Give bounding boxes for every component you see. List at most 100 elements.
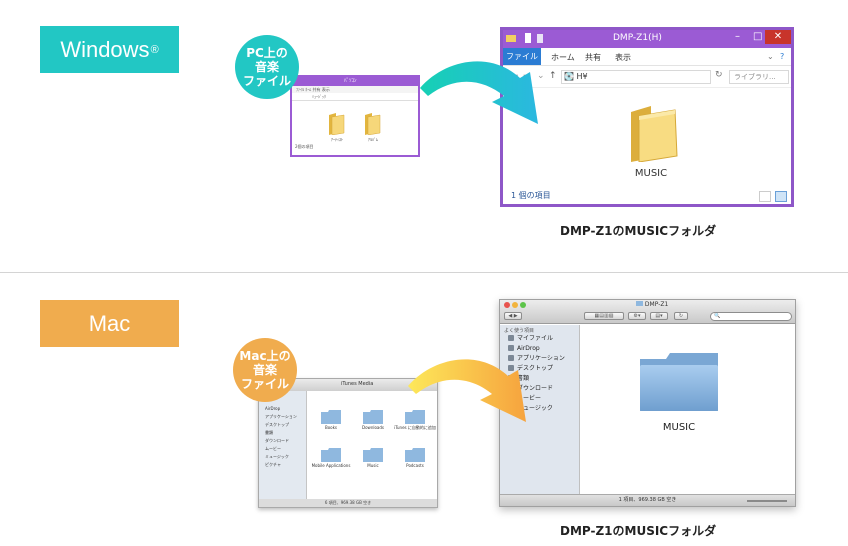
folder-icon [329,113,345,136]
zoom-icon[interactable] [520,302,526,308]
sidebar-item[interactable]: ピクチャ [265,462,281,467]
help-icon[interactable]: ? [780,52,785,61]
sidebar-item[interactable]: ムービー [265,446,281,451]
folder-icon [405,448,425,462]
applications-icon [508,355,514,361]
section-divider [0,272,848,273]
large-icons-view-icon[interactable] [775,191,787,202]
windows-label-text: Windows [60,36,150,62]
dmp-explorer-window: DMP-Z1(H) – □ ✕ ファイル ホーム 共有 表示 ⌄ ? ← → ⌄… [500,27,794,207]
folder-icon [537,34,543,43]
close-icon[interactable] [504,302,510,308]
search-input[interactable]: ライブラリ... [729,70,789,84]
pc-explorer-title: ﾊﾟｿｺﾝ [344,78,357,84]
share-icon[interactable]: ↻ [674,312,688,320]
dmp-explorer-content: MUSIC [503,88,791,187]
chevron-down-icon[interactable]: ⌄ [767,52,774,61]
sidebar-item[interactable]: ミュージック [265,454,289,459]
pc-folder-album[interactable]: ｱﾙﾊﾞﾑ [364,111,382,142]
refresh-icon[interactable]: ↻ [715,70,723,80]
mac-folder-books[interactable]: Books [321,409,341,430]
close-icon[interactable]: ✕ [765,30,791,44]
mac-folder-mobile-applications[interactable]: Mobile Applications [312,447,350,468]
mac-label-text: Mac [88,310,131,336]
icon-size-slider[interactable] [747,500,787,502]
mac-finder-status: 6 項目、969.38 GB 空き [259,499,437,507]
sidebar-label: ムービー [517,395,542,402]
tab-view[interactable]: 表示 [615,53,631,62]
sidebar-item[interactable]: ダウンロード [265,438,289,443]
music-folder[interactable] [625,104,685,164]
mac-folder-label: Music [367,463,379,468]
mac-folder-itunes-auto-add[interactable]: iTunes に自動的に追加 [394,409,436,430]
folder-icon [640,353,718,411]
windows-caption: DMP-Z1のMUSICフォルダ [560,224,717,238]
sidebar-header: よく使う項目 [504,328,535,334]
tab-file[interactable]: ファイル [503,48,541,65]
pc-explorer-ribbon: ﾌｧｲﾙ ﾎｰﾑ 共有 表示 [292,86,418,93]
bubble-line-2: 音楽 [252,363,277,377]
dmp-finder-status-text: 1 項目、969.38 GB 空き [618,497,677,503]
arrange-icon[interactable]: ▤▾ [650,312,668,320]
dmp-explorer-titlebar: DMP-Z1(H) – □ ✕ [503,30,791,48]
pc-explorer-address: ﾐｭｰｼﾞｯｸ [292,93,418,101]
registered-mark: ® [150,43,159,56]
view-switch-icon[interactable]: ▦▤▥▧ [584,312,624,320]
desktop-icon [508,365,514,371]
up-icon[interactable]: ↑ [549,71,557,81]
chevron-down-icon[interactable]: ⌄ [537,71,545,81]
tab-share[interactable]: 共有 [585,53,601,62]
search-input[interactable]: 🔍 [710,312,792,321]
minimize-icon[interactable]: – [735,31,740,42]
pc-explorer-content: ｱｰﾃｨｽﾄ ｱﾙﾊﾞﾑ 2個の項目 [292,101,418,151]
mac-folder-label: Downloads [362,425,384,430]
address-text: H¥ [576,72,588,81]
windows-label: Windows® [40,26,179,73]
folder-icon [631,106,678,163]
sidebar-label: アプリケーション [517,355,565,362]
mac-finder-sidebar: AirDrop アプリケーション デスクトップ 書類 ダウンロード ムービー ミ… [259,391,307,499]
mac-folder-podcasts[interactable]: Podcasts [405,447,425,468]
sidebar-item-airdrop[interactable]: AirDrop [500,344,579,354]
search-icon: 🔍 [714,313,721,319]
address-input[interactable]: 💽 H¥ [561,70,711,84]
bubble-line-3: ファイル [240,377,289,391]
tab-home[interactable]: ホーム [551,53,575,62]
sidebar-item[interactable]: 書類 [265,430,273,435]
mac-folder-music[interactable]: Music [363,447,383,468]
sidebar-item[interactable]: AirDrop [265,406,281,411]
pc-folder-artist[interactable]: ｱｰﾃｨｽﾄ [328,111,346,142]
minimize-icon[interactable] [512,302,518,308]
dmp-explorer-status: 1 個の項目 [511,191,551,200]
dmp-explorer-title: DMP-Z1(H) [613,33,662,43]
dmp-finder-titlebar: DMP-Z1 ◀ ▶ ▦▤▥▧ ⚙▾ ▤▾ ↻ 🔍 [500,300,795,324]
pc-explorer-titlebar: ﾊﾟｿｺﾝ [292,77,418,86]
airdrop-icon [508,345,514,351]
pc-explorer-status: 2個の項目 [295,144,314,149]
files-icon [508,335,514,341]
maximize-icon[interactable]: □ [753,31,763,42]
back-forward-icon[interactable]: ◀ ▶ [504,312,522,320]
gear-icon[interactable]: ⚙▾ [628,312,646,320]
sidebar-item-desktop[interactable]: デスクトップ [500,364,579,374]
music-folder[interactable] [638,353,720,413]
bubble-line-1: Mac上の [239,349,291,363]
folder-icon [506,35,516,42]
sidebar-item-my-files[interactable]: マイファイル [500,334,579,344]
sidebar-item[interactable]: アプリケーション [265,414,297,419]
sidebar-label: ダウンロード [517,385,554,392]
mac-music-files-bubble: Mac上の 音楽 ファイル [233,338,297,402]
orange-arrow-icon [408,359,526,422]
search-placeholder: ライブラリ... [734,73,776,81]
sidebar-item-applications[interactable]: アプリケーション [500,354,579,364]
folder-icon [321,448,341,462]
mac-caption: DMP-Z1のMUSICフォルダ [560,524,717,538]
pc-music-files-bubble: PC上の 音楽 ファイル [235,35,299,99]
sidebar-label: デスクトップ [517,365,554,372]
sidebar-item[interactable]: デスクトップ [265,422,289,427]
details-view-icon[interactable] [759,191,771,202]
pc-explorer-window: ﾊﾟｿｺﾝ ﾌｧｲﾙ ﾎｰﾑ 共有 表示 ﾐｭｰｼﾞｯｸ ｱｰﾃｨｽﾄ ｱﾙﾊﾞ… [290,75,420,157]
folder-icon [321,410,341,424]
mac-folder-downloads[interactable]: Downloads [362,409,384,430]
folder-icon [636,301,643,306]
